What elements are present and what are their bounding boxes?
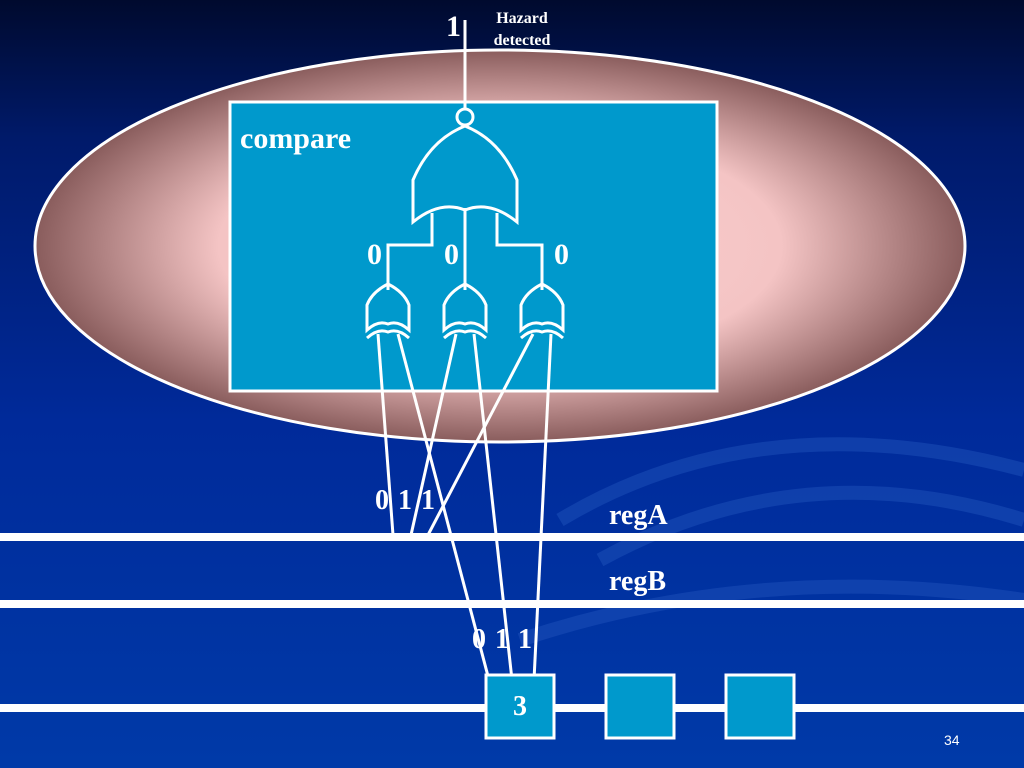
or-input-1: 0 [367,238,382,271]
register-cell-3 [724,673,796,740]
hazard-label: Hazard detected [484,8,560,51]
page-number: 34 [944,732,960,748]
nor-gate [411,124,519,226]
register-cell-1 [484,673,556,740]
compare-label: compare [240,122,352,155]
xor-gate-1 [365,282,411,340]
regA-label: regA [609,500,668,531]
or-input-3: 0 [554,238,569,271]
xor-gate-3 [519,282,565,340]
register-cell-1-value: 3 [513,691,527,722]
hazard-label-line1: Hazard [496,10,548,27]
or-input-wires [386,208,544,290]
or-input-2: 0 [444,238,459,271]
regB-bits: 0 1 1 [472,624,533,655]
inverter-bubble [455,107,475,127]
hazard-label-line2: detected [493,31,551,49]
regB-line [0,600,1024,608]
regA-bits: 0 1 1 [375,485,436,516]
xor-gate-2 [442,282,488,340]
background-swirl [517,437,1024,647]
output-value: 1 [446,10,461,43]
register-cell-2 [604,673,676,740]
regA-line [0,533,1024,541]
regB-label: regB [609,566,667,597]
register-wires [376,333,553,681]
